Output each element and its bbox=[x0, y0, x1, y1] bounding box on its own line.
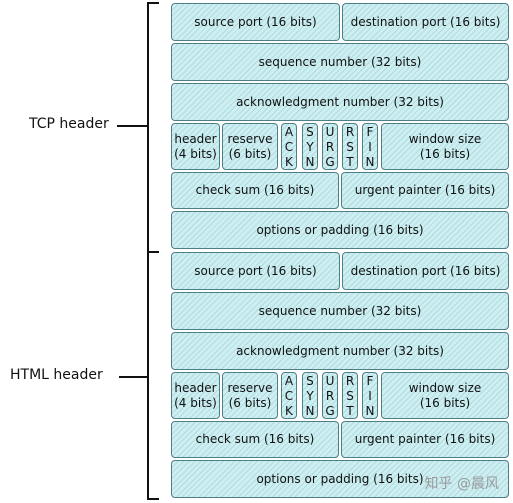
tcp-header-bracket-tick bbox=[117, 125, 147, 127]
header-length-field: header (4 bits) bbox=[171, 372, 220, 419]
tcp-header-bracket bbox=[147, 2, 159, 253]
urgent-pointer-field: urgent painter (16 bits) bbox=[341, 421, 509, 458]
urgent-pointer-field: urgent painter (16 bits) bbox=[341, 172, 509, 209]
acknowledgment-number-field: acknowledgment number (32 bits) bbox=[171, 332, 509, 370]
header-length-field: header (4 bits) bbox=[171, 123, 220, 170]
tcp-header-label: TCP header bbox=[29, 116, 109, 132]
checksum-field: check sum (16 bits) bbox=[171, 421, 339, 458]
ack-flag: A C K bbox=[281, 123, 297, 170]
html-header-label: HTML header bbox=[10, 367, 103, 383]
acknowledgment-number-field: acknowledgment number (32 bits) bbox=[171, 83, 509, 121]
options-padding-field: options or padding (16 bits) bbox=[171, 211, 509, 249]
options-padding-field: options or padding (16 bits) bbox=[171, 460, 509, 498]
html-header-bracket bbox=[147, 250, 159, 500]
source-port-field: source port (16 bits) bbox=[171, 3, 340, 41]
checksum-field: check sum (16 bits) bbox=[171, 172, 339, 209]
sequence-number-field: sequence number (32 bits) bbox=[171, 43, 509, 81]
window-size-field: window size (16 bits) bbox=[381, 123, 509, 170]
syn-flag: S Y N bbox=[302, 123, 318, 170]
fin-flag: F I N bbox=[362, 123, 378, 170]
watermark: 知乎 @晨风 bbox=[424, 476, 499, 492]
urg-flag: U R G bbox=[322, 372, 338, 419]
destination-port-field: destination port (16 bits) bbox=[342, 3, 509, 41]
urg-flag: U R G bbox=[322, 123, 338, 170]
rst-flag: R S T bbox=[342, 123, 358, 170]
html-header-bracket-tick bbox=[119, 376, 147, 378]
window-size-field: window size (16 bits) bbox=[381, 372, 509, 419]
rst-flag: R S T bbox=[342, 372, 358, 419]
syn-flag: S Y N bbox=[302, 372, 318, 419]
ack-flag: A C K bbox=[281, 372, 297, 419]
fin-flag: F I N bbox=[362, 372, 378, 419]
source-port-field: source port (16 bits) bbox=[171, 252, 340, 290]
sequence-number-field: sequence number (32 bits) bbox=[171, 292, 509, 330]
reserve-field: reserve (6 bits) bbox=[222, 123, 278, 170]
reserve-field: reserve (6 bits) bbox=[222, 372, 278, 419]
destination-port-field: destination port (16 bits) bbox=[342, 252, 509, 290]
